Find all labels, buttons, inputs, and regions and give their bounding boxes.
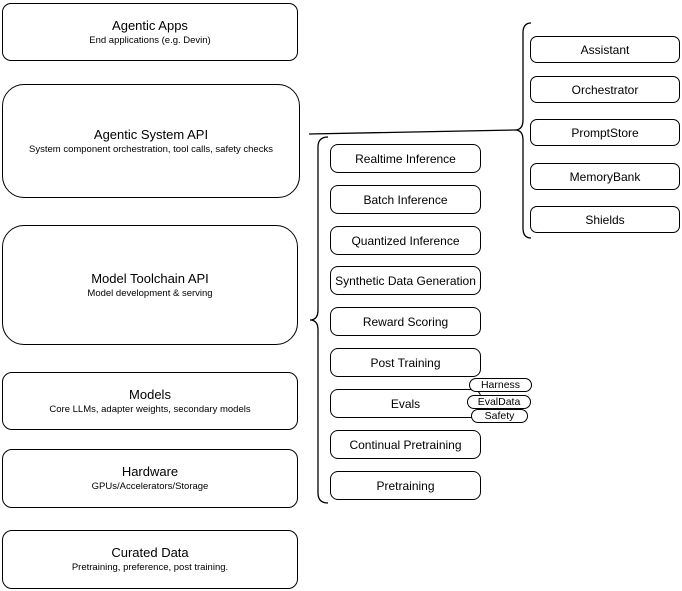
- box-title: Model Toolchain API: [91, 270, 209, 286]
- component-promptstore: PromptStore: [530, 119, 680, 146]
- eval-tag-harness: Harness: [469, 378, 532, 392]
- service-evals: Evals: [330, 389, 481, 418]
- box-subtitle: System component orchestration, tool cal…: [29, 143, 273, 155]
- box-agentic-apps: Agentic Apps End applications (e.g. Devi…: [2, 3, 298, 61]
- eval-tag-safety: Safety: [471, 409, 528, 423]
- component-assistant: Assistant: [530, 36, 680, 63]
- component-shields: Shields: [530, 206, 680, 233]
- box-subtitle: Pretraining, preference, post training.: [71, 562, 229, 573]
- box-subtitle: Model development & serving: [87, 287, 213, 299]
- component-memorybank: MemoryBank: [530, 163, 680, 190]
- box-title: Agentic System API: [93, 126, 209, 142]
- system-api-connector-line: [308, 129, 516, 135]
- service-reward-scoring: Reward Scoring: [330, 307, 481, 336]
- service-post-training: Post Training: [330, 348, 481, 377]
- service-quantized-inference: Quantized Inference: [330, 226, 481, 255]
- component-orchestrator: Orchestrator: [530, 76, 680, 103]
- service-pretraining: Pretraining: [330, 471, 481, 500]
- box-subtitle: GPUs/Accelerators/Storage: [91, 481, 209, 492]
- box-title: Curated Data: [111, 545, 189, 560]
- eval-tag-evaldata: EvalData: [467, 395, 531, 409]
- service-realtime-inference: Realtime Inference: [330, 144, 481, 173]
- box-models: Models Core LLMs, adapter weights, secon…: [2, 372, 298, 430]
- box-model-toolchain-api: Model Toolchain API Model development & …: [2, 225, 298, 345]
- box-title: Models: [129, 386, 171, 402]
- service-batch-inference: Batch Inference: [330, 185, 481, 214]
- service-continual-pretraining: Continual Pretraining: [330, 430, 481, 459]
- components-brace: [514, 22, 532, 239]
- box-title: Hardware: [121, 464, 179, 479]
- service-synthetic-data-generation: Synthetic Data Generation: [330, 266, 481, 295]
- box-subtitle: Core LLMs, adapter weights, secondary mo…: [49, 403, 251, 415]
- box-curated-data: Curated Data Pretraining, preference, po…: [2, 530, 298, 589]
- box-title: Agentic Apps: [112, 17, 188, 33]
- box-subtitle: End applications (e.g. Devin): [89, 34, 211, 46]
- box-agentic-system-api: Agentic System API System component orch…: [2, 84, 300, 198]
- toolchain-brace: [309, 136, 329, 504]
- box-hardware: Hardware GPUs/Accelerators/Storage: [2, 449, 298, 508]
